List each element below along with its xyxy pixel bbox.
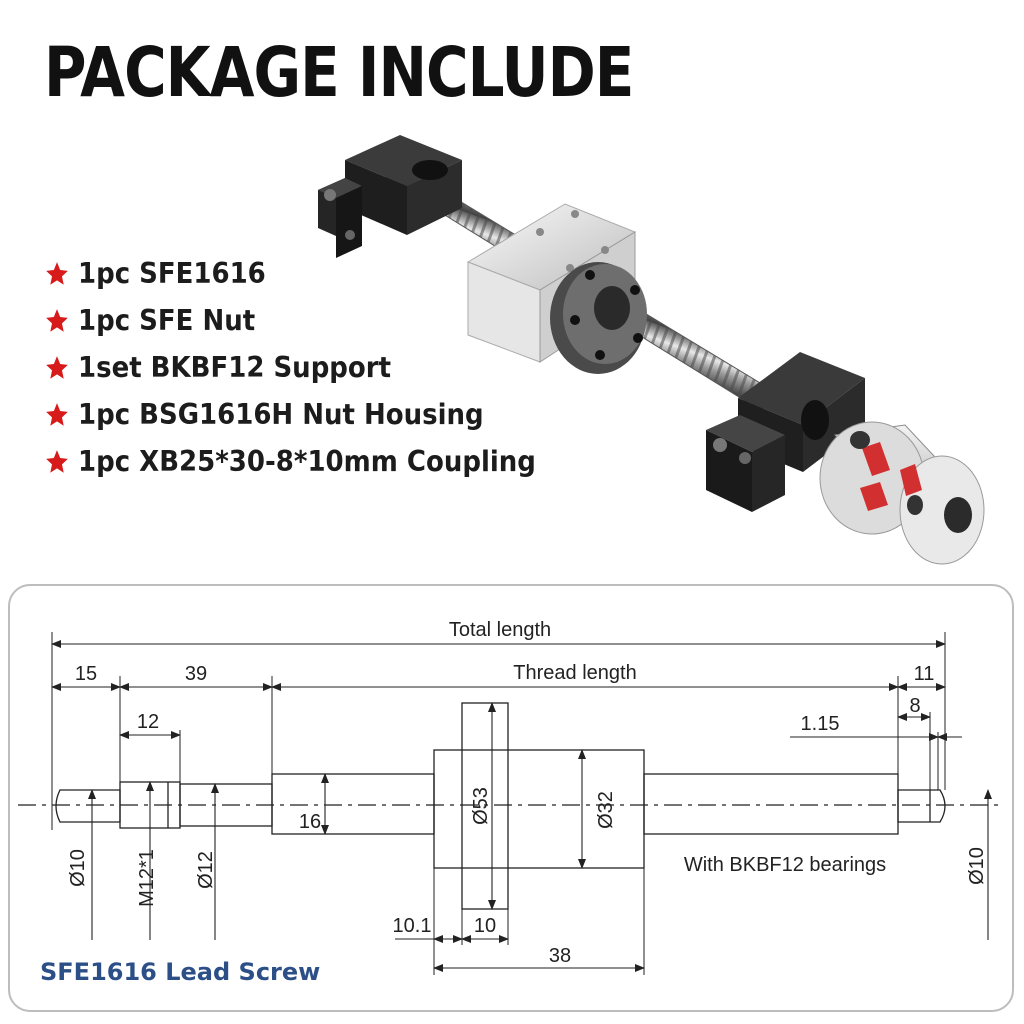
list-item-label: 1pc BSG1616H Nut Housing [78, 398, 484, 431]
list-item: 1pc BSG1616H Nut Housing [44, 389, 536, 441]
dia-10-left-label: Ø10 [67, 849, 89, 887]
dia-10-right-label: Ø10 [966, 847, 988, 885]
product-illustration [318, 135, 985, 565]
list-item: 1pc SFE Nut [44, 295, 536, 347]
screw-outline [18, 702, 1000, 910]
dim-11-label: 11 [914, 663, 935, 685]
dia-12-label: Ø12 [195, 851, 217, 889]
total-length-label: Total length [449, 619, 551, 641]
list-item: 1set BKBF12 Support [44, 342, 536, 394]
dim-1-15-label: 1.15 [801, 713, 840, 735]
list-item: 1pc SFE1616 [44, 248, 536, 300]
list-item-label: 1pc XB25*30-8*10mm Coupling [78, 445, 536, 478]
dim-10-label: 10 [474, 915, 496, 937]
support-block-left [318, 135, 462, 258]
list-item-label: 1pc SFE1616 [78, 257, 266, 290]
ball-nut [550, 262, 647, 374]
drawing-panel [8, 584, 1014, 1012]
star-icon [46, 355, 68, 379]
list-item-label: 1set BKBF12 Support [78, 351, 392, 384]
dim-16-label: 16 [299, 811, 321, 833]
thread-length-label: Thread length [513, 662, 636, 684]
dim-8-label: 8 [909, 695, 920, 717]
dia-53-label: Ø53 [470, 787, 492, 825]
list-item: 1pc XB25*30-8*10mm Coupling [44, 436, 536, 488]
bearings-note: With BKBF12 bearings [684, 854, 886, 876]
star-icon [46, 402, 68, 426]
dimension-lines [51, 640, 992, 972]
star-icon [46, 261, 68, 285]
page-title: PACKAGE INCLUDE [44, 32, 634, 113]
coupling [819, 421, 985, 565]
dim-38-label: 38 [549, 945, 571, 967]
dia-32-label: Ø32 [595, 791, 617, 829]
dim-12-label: 12 [137, 711, 159, 733]
support-block-right [706, 352, 865, 512]
dim-39-label: 39 [185, 663, 207, 685]
drawing-caption: SFE1616 Lead Screw [40, 958, 321, 986]
thread-m12-label: M12*1 [136, 849, 158, 907]
star-icon [46, 449, 68, 473]
package-list: 1pc SFE1616 1pc SFE Nut 1set BKBF12 Supp… [44, 250, 536, 485]
list-item-label: 1pc SFE Nut [78, 304, 256, 337]
extension-lines [51, 632, 946, 975]
star-icon [46, 308, 68, 332]
dim-15-label: 15 [75, 663, 97, 685]
dim-10-1-label: 10.1 [393, 915, 432, 937]
